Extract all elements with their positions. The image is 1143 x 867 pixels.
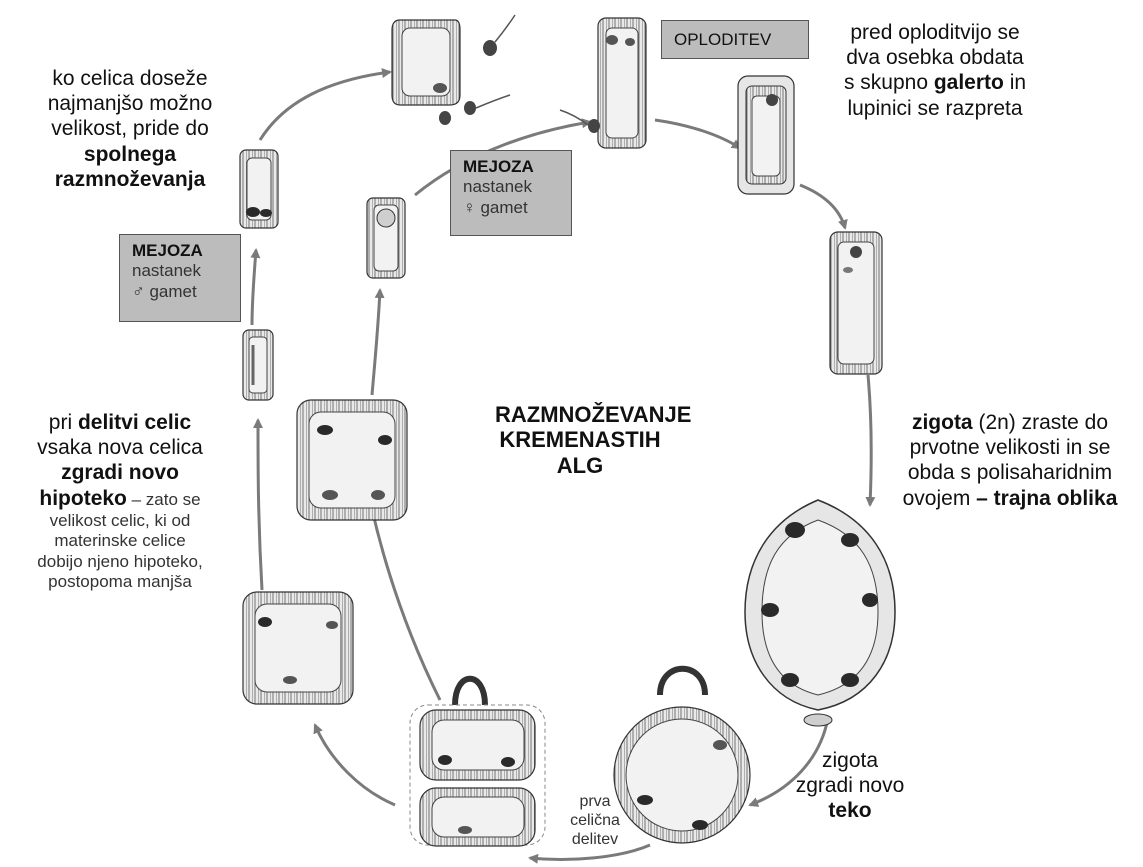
cell-zygote-new-theca (613, 665, 751, 844)
box-meiosis-male: MEJOZA nastanek ♂ gamet (119, 234, 241, 322)
caption-top-left-line-2: najmanjšo možno (47, 92, 213, 116)
cell-first-division (409, 675, 546, 847)
box-meiosis-female-line-2: ♀ gamet (463, 197, 528, 217)
box-meiosis-female-title: MEJOZA (463, 157, 534, 176)
caption-top-left-line-1: ko celica doseže (52, 67, 208, 90)
center-title-line-2: KREMENASTIH (499, 427, 661, 453)
box-fertilization-label: OPLODITEV (674, 30, 772, 49)
arrow-to-top-left-cells (258, 68, 392, 141)
arrow-inner-to-fertilization (414, 118, 592, 197)
arrow-embedded-to-elongated (799, 183, 848, 230)
caption-top-right-line-4: lupinici se razpreta (847, 96, 1023, 120)
caption-mid-left-line-2: vsaka nova celica (37, 436, 203, 460)
box-meiosis-male-line-1: nastanek (132, 261, 201, 281)
caption-mid-right-line-4: ovojem – trajna oblika (902, 486, 1118, 510)
caption-top-left-line-5: razmnoževanja (54, 167, 206, 191)
caption-top-left-line-3: velikost, pride do (51, 117, 209, 141)
arrow-left-cell-up (253, 418, 264, 591)
box-meiosis-male-line-2: ♂ gamet (132, 281, 197, 301)
cell-fertilization (559, 17, 647, 149)
caption-top-right-line-3: s skupno galerto in (843, 71, 1027, 95)
caption-mid-right: zigota (2n) zraste do prvotne velikosti … (880, 410, 1140, 511)
caption-mid-right-line-2: prvotne velikosti in se (909, 436, 1111, 460)
caption-mid-right-line-3: obda s polisaharidnim (907, 461, 1113, 485)
center-title-line-3: ALG (556, 452, 604, 478)
caption-mid-left-line-5: velikost celic, ki od (49, 510, 191, 530)
caption-first-division-line-2: celična (570, 812, 620, 830)
caption-mid-left-line-8: postopoma manjša (48, 571, 192, 591)
caption-first-division-line-3: delitev (571, 831, 619, 849)
center-title-line-1: RAZMNOŽEVANJE (495, 402, 692, 427)
caption-top-right: pred oploditvijo se dva osebka obdata s … (815, 20, 1055, 121)
cell-elongated-zygote (829, 231, 883, 375)
cell-female-meiosis-small (366, 197, 406, 279)
caption-bottom-right-line-3: teko (828, 799, 872, 823)
caption-first-division-line-1: prva (579, 793, 611, 810)
caption-top-left: ko celica doseže najmanjšo možno velikos… (30, 66, 230, 192)
cell-male-meiosis-small (242, 329, 274, 401)
caption-mid-left: pri delitvi celic vsaka nova celica zgra… (5, 410, 235, 592)
caption-bottom-right-line-2: zgradi novo (795, 774, 905, 798)
caption-mid-left-line-1: pri delitvi celic (48, 411, 192, 434)
cell-middle-left-upper (296, 399, 408, 521)
arrow-small-left-up (250, 248, 261, 326)
box-meiosis-female-line-1: nastanek (463, 177, 532, 197)
caption-mid-left-line-3: zgradi novo (61, 461, 179, 485)
center-title: RAZMNOŽEVANJE KREMENASTIH ALG (495, 402, 692, 478)
arrow-zygote-to-first-division (528, 843, 651, 864)
caption-top-left-line-4: spolnega (83, 142, 177, 166)
arrow-first-division-to-mid-cell (366, 498, 442, 701)
caption-top-right-line-1: pred oploditvijo se (850, 21, 1020, 44)
arrow-auxospore-to-zygote-wall (748, 717, 830, 807)
box-fertilization: OPLODITEV (661, 20, 809, 59)
cell-auxospore (744, 499, 896, 727)
caption-mid-left-line-7: dobijo njeno hipoteko, (37, 551, 203, 571)
box-meiosis-male-title: MEJOZA (132, 241, 203, 260)
arrow-elongated-to-auxospore (865, 374, 876, 507)
caption-mid-right-line-1: zigota (2n) zraste do (911, 411, 1109, 434)
arrow-mid-cell-up (370, 288, 385, 396)
arrow-first-division-to-left-cell (313, 723, 396, 807)
cell-top-left-small (239, 149, 279, 229)
cell-embedded-gallerta (737, 75, 795, 195)
box-meiosis-female: MEJOZA nastanek ♀ gamet (450, 150, 572, 236)
caption-first-division: prva celična delitev (560, 792, 630, 850)
caption-bottom-right: zigota zgradi novo teko (790, 748, 910, 824)
cell-left-lower (242, 591, 354, 705)
caption-top-right-line-2: dva osebka obdata (846, 46, 1024, 70)
caption-mid-left-line-6: materinske celice (54, 531, 186, 551)
cell-top-gametes (391, 14, 516, 125)
caption-bottom-right-line-1: zigota (821, 749, 879, 772)
caption-mid-left-line-4: hipoteko – zato se (39, 486, 201, 510)
arrow-fertilization-to-embedded (654, 118, 742, 150)
